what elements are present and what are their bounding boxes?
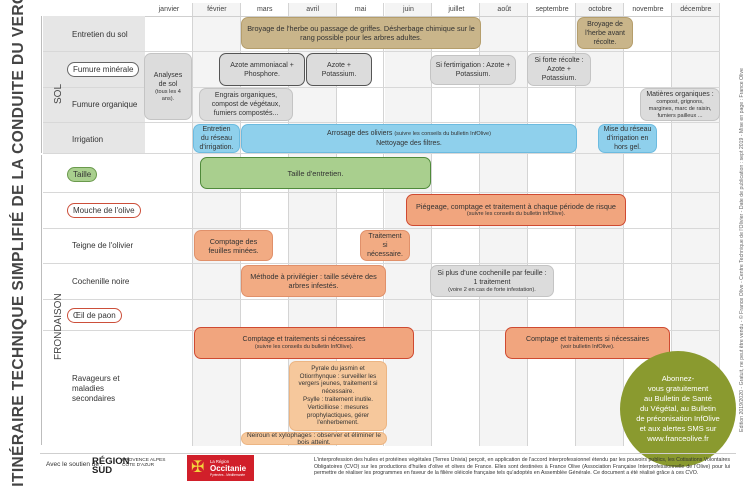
bar-broyage: Broyage de l'herbe ou passage de griffes…: [241, 17, 481, 49]
cvo-disclaimer: L'interprofession des huiles et protéine…: [314, 457, 730, 477]
month-column: [624, 3, 672, 446]
month-header: septembre: [535, 6, 569, 13]
month-header: juin: [402, 6, 414, 13]
row-divider: [43, 192, 720, 193]
header-divider: [145, 16, 720, 17]
promo-line: de préconisation InfOlive: [636, 414, 720, 423]
bar-comptage-traitements-automne: Comptage et traitements si nécessaires(v…: [505, 327, 670, 359]
bar-traitement-necessaire: Traitement si nécessaire.: [360, 230, 410, 261]
row-divider: [43, 122, 720, 123]
promo-line: Abonnez-: [661, 374, 695, 383]
bar-cochenille-traitement: Si plus d'une cochenille par feuille : 1…: [430, 265, 554, 297]
row-divider: [43, 153, 720, 154]
month-header: août: [497, 6, 512, 13]
region-sud-logo: RÉGION SUD PROVENCE ALPES CÔTE D'AZUR: [92, 456, 166, 476]
month-header: février: [207, 6, 227, 13]
section-rule: [41, 155, 42, 445]
month-column: [241, 3, 289, 446]
footer-divider: [40, 453, 736, 454]
bar-broyage-avant-recolte: Broyage de l'herbe avant récolte.: [577, 17, 633, 49]
bar-mise-hors-gel: Mise du réseau d'irrigation en hors gel.: [598, 124, 657, 153]
bar-methode-privilegier: Méthode à privilégier : taille sévère de…: [241, 265, 386, 297]
promo-line: vous gratuitement: [647, 384, 709, 393]
bar-engrais-organiques: Engrais organiques, compost de végétaux,…: [199, 88, 293, 121]
bar-matieres-organiques: Matières organiques :compost, grignons, …: [640, 88, 720, 121]
occitan-cross-icon: ✠: [191, 459, 205, 476]
section-label-frondaison: FRONDAISON: [53, 293, 64, 360]
soutien-label: Avec le soutien de :: [46, 461, 103, 468]
row-label-entretien-sol: Entretien du sol: [72, 30, 128, 39]
row-label-irrigation: Irrigation: [72, 135, 104, 144]
month-header: avril: [306, 6, 320, 13]
bar-comptage-feuilles: Comptage des feuilles minées.: [194, 230, 273, 261]
promo-line: au Bulletin de Santé: [644, 394, 712, 403]
month-column: [145, 3, 193, 446]
row-divider: [43, 87, 720, 88]
row-label-cochenille: Cochenille noire: [72, 277, 130, 286]
row-label-taille: Taille: [67, 167, 98, 182]
bar-taille-entretien: Taille d'entretien.: [200, 157, 431, 189]
bar-ravageurs-secondaires: Pyrale du jasmin et Otiorrhynque : surve…: [289, 361, 387, 431]
row-label-oeil-paon: Œil de paon: [67, 308, 122, 323]
month-header: janvier: [158, 6, 180, 13]
bar-arrosage: Arrosage des oliviers (suivre les consei…: [241, 124, 577, 153]
row-label-fumure-minerale: Fumure minérale: [67, 62, 140, 77]
row-divider: [43, 299, 720, 300]
month-header: décembre: [680, 6, 712, 13]
promo-link[interactable]: www.franceolive.fr: [647, 434, 709, 443]
row-divider: [43, 51, 720, 52]
month-header: octobre: [588, 6, 612, 13]
bar-neiroun-xylophages: Neiroun et xylophages : observer et élim…: [241, 432, 387, 446]
promo-line: et aux alertes SMS sur: [639, 424, 717, 433]
row-label-fumure-organique: Fumure organique: [72, 100, 138, 109]
promo-badge[interactable]: Abonnez- vous gratuitement au Bulletin d…: [620, 351, 736, 467]
section-rule: [41, 16, 42, 153]
bar-azote-phosphore: Azote ammoniacal + Phosphore.: [219, 53, 305, 86]
row-divider: [43, 228, 720, 229]
month-header: mai: [354, 6, 367, 13]
row-label-teigne: Teigne de l'olivier: [72, 241, 134, 250]
bar-forte-recolte: Si forte récolte : Azote + Potassium.: [527, 53, 591, 86]
bar-fertirrigation: Si fertirrigation : Azote + Potassium.: [430, 55, 516, 85]
month-column: [337, 3, 385, 446]
main-title: Itinéraire technique simplifié de la con…: [10, 0, 27, 487]
sol-band: [43, 16, 145, 153]
bar-piegeage: Piégeage, comptage et traitement à chaqu…: [406, 194, 626, 226]
bar-comptage-traitements-printemps: Comptage et traitements si nécessaires(s…: [194, 327, 414, 359]
occitanie-logo: ✠ La Région Occitanie Pyrénées - Méditer…: [187, 455, 254, 481]
section-label-sol: SOL: [53, 83, 64, 104]
month-header: mars: [256, 6, 273, 13]
row-divider: [43, 263, 720, 264]
month-header: novembre: [632, 6, 664, 13]
promo-line: du Végétal, au Bulletin: [640, 404, 716, 413]
edition-info: Edition 2019/2020 - Gratuit, ne peut êtr…: [739, 68, 745, 432]
row-label-ravageurs: Ravageurs et maladies secondaires: [72, 374, 120, 403]
bar-entretien-reseau: Entretien du réseau d'irrigation.: [193, 124, 240, 153]
month-header: juillet: [448, 6, 465, 13]
bar-analyses-sol: Analyses de sol(tous les 4 ans).: [144, 53, 192, 120]
row-label-mouche: Mouche de l'olive: [67, 203, 141, 218]
bar-azote-potassium: Azote + Potassium.: [306, 53, 372, 86]
